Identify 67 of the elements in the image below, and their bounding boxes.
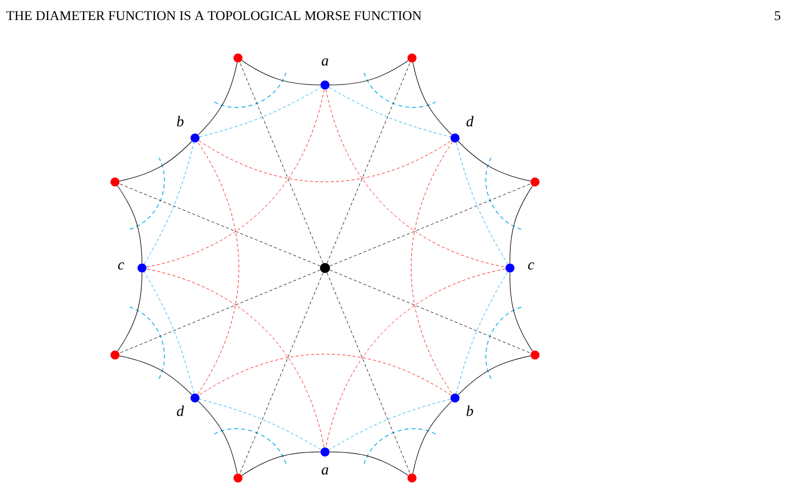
vertex-dot: [110, 350, 120, 360]
point-label: c: [528, 262, 534, 270]
side-arc: [412, 401, 452, 474]
dashed-arc: [328, 398, 451, 450]
diagonal-line: [326, 272, 410, 474]
dashed-arc: [144, 142, 194, 264]
point-label: d: [176, 406, 184, 416]
dashed-arc: [198, 354, 452, 396]
dashed-arc: [410, 142, 453, 394]
side-arc: [412, 62, 452, 135]
center-dot: [320, 263, 330, 273]
diagonal-line: [330, 184, 531, 266]
side-arc: [242, 60, 321, 86]
diagonal-line: [240, 62, 324, 264]
dashed-arc: [198, 140, 452, 182]
side-arc: [458, 356, 531, 395]
midpoint-dot: [190, 133, 200, 142]
vertex-dot: [530, 350, 540, 360]
side-arc: [329, 452, 408, 476]
midpoint-dot: [450, 393, 460, 402]
side-arc: [329, 60, 408, 86]
dashed-arc: [456, 142, 508, 264]
diagonal-line: [119, 270, 320, 354]
point-label: d: [466, 116, 474, 126]
dashed-arc: [328, 87, 451, 138]
diagonal-line: [330, 270, 531, 354]
vertex-dot: [530, 177, 540, 186]
side-arc: [198, 62, 238, 135]
vertex-dot: [110, 177, 120, 186]
dashed-arc: [197, 142, 240, 394]
side-arc: [242, 452, 321, 476]
vertex-dot: [234, 54, 242, 62]
diagonal-line: [240, 272, 324, 474]
midpoint-dot: [320, 80, 330, 90]
vertex-dot: [408, 473, 416, 482]
midpoint-dot: [506, 263, 514, 272]
vertex-dot: [234, 473, 242, 482]
side-arc: [117, 186, 142, 264]
side-arc: [510, 186, 533, 264]
side-arc: [198, 401, 238, 474]
dashed-arc: [146, 89, 324, 268]
vertex-dot: [408, 54, 416, 62]
dashed-arc: [146, 268, 324, 448]
point-label: b: [177, 116, 184, 126]
diagonal-line: [326, 62, 410, 264]
diagonal-line: [119, 184, 320, 266]
side-arc: [117, 272, 142, 352]
page-number: 5: [774, 11, 780, 20]
dashed-arc: [199, 87, 322, 138]
running-header: THE DIAMETER FUNCTION IS A TOPOLOGICAL MORSE FUNCTION: [6, 11, 422, 20]
side-arc: [510, 272, 533, 352]
side-arc: [458, 141, 531, 182]
point-label: c: [118, 262, 124, 270]
side-arc: [119, 141, 192, 182]
midpoint-dot: [138, 263, 146, 272]
point-label: a: [322, 467, 328, 475]
midpoint-dot: [320, 447, 330, 456]
midpoint-dot: [190, 393, 200, 402]
dashed-arc: [326, 268, 506, 448]
point-label: a: [322, 58, 328, 66]
side-arc: [119, 356, 192, 395]
dashed-arc: [199, 398, 322, 450]
dashed-arc: [144, 272, 194, 394]
dashed-arc: [326, 89, 506, 268]
dashed-arc: [456, 272, 508, 394]
point-label: b: [466, 406, 474, 416]
midpoint-dot: [450, 133, 460, 142]
